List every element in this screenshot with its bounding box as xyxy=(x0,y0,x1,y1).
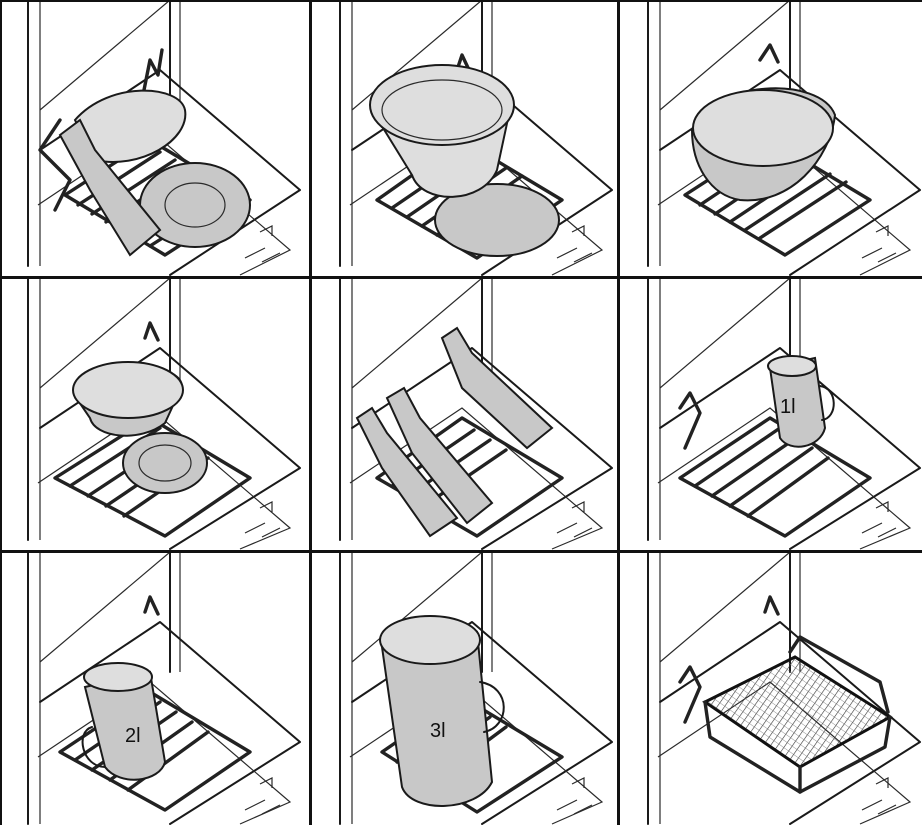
plate xyxy=(123,433,207,493)
grid-border xyxy=(0,0,2,825)
jug-capacity-label: 2l xyxy=(125,725,141,747)
grid-divider xyxy=(309,0,312,825)
panel-pot-bottle-plate xyxy=(0,0,310,276)
grid-divider xyxy=(0,550,922,553)
panel-large-pot-plate xyxy=(312,0,618,276)
panel-jug-2l: 2l xyxy=(0,552,310,825)
bottle xyxy=(442,328,552,448)
panel-three-bottles xyxy=(312,278,618,550)
panel-jug-1l: 1l xyxy=(620,278,922,550)
panel-illustration xyxy=(620,0,922,276)
grid-divider xyxy=(617,0,620,825)
panel-jug-3l: 3l xyxy=(312,552,618,825)
jug-capacity-label: 1l xyxy=(780,396,796,418)
panel-small-pot-plate xyxy=(0,278,310,550)
panel-illustration: 3l xyxy=(312,552,618,825)
panel-illustration xyxy=(0,278,310,550)
panel-illustration: 1l xyxy=(620,278,922,550)
panel-illustration: 2l xyxy=(0,552,310,825)
dishwasher-cavity xyxy=(28,552,300,824)
panel-illustration xyxy=(312,278,618,550)
wire-rack xyxy=(680,393,870,536)
plate xyxy=(140,163,250,247)
panel-illustration xyxy=(0,0,310,276)
grid-border xyxy=(0,0,922,2)
jug-capacity-label: 3l xyxy=(430,720,446,742)
panel-illustration xyxy=(312,0,618,276)
panel-mesh-basket xyxy=(620,552,922,825)
grid-divider xyxy=(0,276,922,279)
panel-bowl xyxy=(620,0,922,276)
panel-illustration xyxy=(620,552,922,825)
